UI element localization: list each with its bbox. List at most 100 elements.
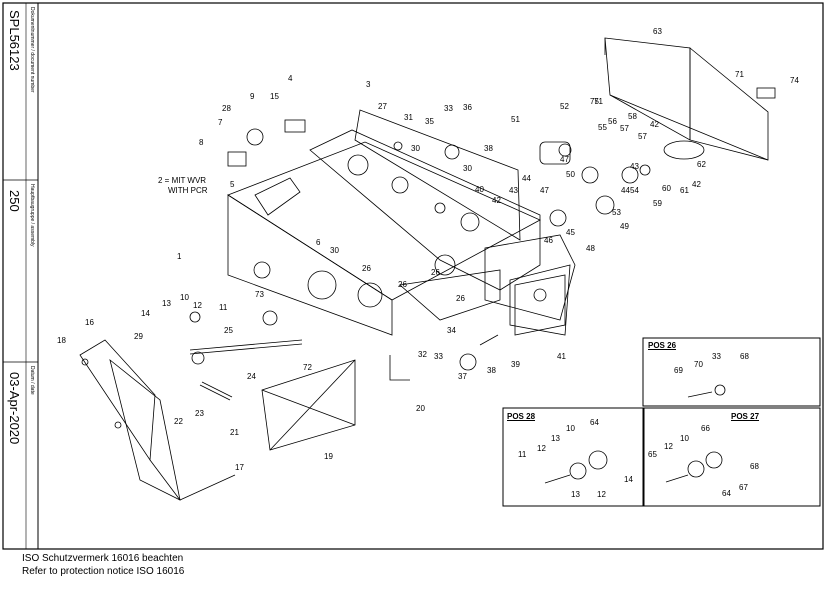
callout: 9	[250, 92, 255, 101]
callout: 47	[540, 186, 549, 195]
callout: 36	[463, 103, 472, 112]
callout: 33	[434, 352, 443, 361]
callout: 23	[195, 409, 204, 418]
callout: 26	[456, 294, 465, 303]
callout: 38	[487, 366, 496, 375]
callout: 14	[141, 309, 150, 318]
callout: 12	[537, 444, 546, 453]
detail-box-pos28	[502, 407, 645, 507]
note-line-1: 2 = MIT WVR	[158, 176, 207, 185]
callout: 64	[722, 489, 731, 498]
pos26-title: POS 26	[648, 341, 677, 350]
callout: 72	[303, 363, 312, 372]
callout: 4	[288, 74, 293, 83]
date-value: 03-Apr-2020	[7, 372, 22, 445]
callout: 35	[425, 117, 434, 126]
callout: 62	[697, 160, 706, 169]
callout: 71	[594, 97, 603, 106]
assembly-label: Hauptbaugruppe / assembly	[29, 184, 35, 247]
callout: 30	[330, 246, 339, 255]
callout: 64	[590, 418, 599, 427]
callout: 39	[511, 360, 520, 369]
callout: 63	[653, 27, 662, 36]
callout: 68	[740, 352, 749, 361]
callout: 12	[193, 301, 202, 310]
callout: 65	[648, 450, 657, 459]
callout: 74	[790, 76, 799, 85]
callout: 30	[411, 144, 420, 153]
callout: 44	[621, 186, 630, 195]
exploded-assembly-drawing	[79, 37, 776, 501]
callout: 17	[235, 463, 244, 472]
callout: 48	[586, 244, 595, 253]
callout: 12	[664, 442, 673, 451]
detail-box-pos27	[642, 407, 821, 507]
callout: 3	[366, 80, 371, 89]
callout: 29	[134, 332, 143, 341]
callout: 21	[230, 428, 239, 437]
protection-notice-en: Refer to protection notice ISO 16016	[22, 566, 185, 577]
callout: 20	[416, 404, 425, 413]
callout: 30	[463, 164, 472, 173]
callout: 31	[404, 113, 413, 122]
callout: 13	[551, 434, 560, 443]
callout: 68	[750, 462, 759, 471]
doc-number-label: Dokumentnummer / document number	[29, 7, 35, 93]
callout: 10	[680, 434, 689, 443]
callout: 67	[739, 483, 748, 492]
protection-notice: ISO Schutzvermerk 16016 beachten Refer t…	[22, 552, 184, 578]
callout: 42	[692, 180, 701, 189]
callout: 13	[571, 490, 580, 499]
protection-notice-de: ISO Schutzvermerk 16016 beachten	[22, 553, 184, 564]
callout: 59	[653, 199, 662, 208]
callout: 60	[662, 184, 671, 193]
callout: 34	[447, 326, 456, 335]
callout: 14	[624, 475, 633, 484]
pos27-title: POS 27	[731, 412, 760, 421]
callout: 52	[560, 102, 569, 111]
callout: 51	[511, 115, 520, 124]
callout: 26	[362, 264, 371, 273]
callout: 56	[608, 117, 617, 126]
callout: 7	[218, 118, 223, 127]
callout: 32	[418, 350, 427, 359]
callout: 8	[199, 138, 204, 147]
callout: 5	[230, 180, 235, 189]
callout: 47	[560, 155, 569, 164]
callout: 43	[509, 186, 518, 195]
callout: 38	[484, 144, 493, 153]
callout: 28	[222, 104, 231, 113]
callout: 69	[674, 366, 683, 375]
callout: 40	[475, 185, 484, 194]
callout: 44	[522, 174, 531, 183]
callout: 11	[219, 303, 228, 312]
callout: 55	[598, 123, 607, 132]
callout: 71	[735, 70, 744, 79]
callout: 33	[444, 104, 453, 113]
callout: 26	[398, 280, 407, 289]
callout: 45	[566, 228, 575, 237]
callout: 18	[57, 336, 66, 345]
callout: 19	[324, 452, 333, 461]
callout: 10	[180, 293, 189, 302]
callout: 41	[557, 352, 566, 361]
callout: 27	[378, 102, 387, 111]
callout: 75	[590, 97, 599, 106]
assembly-value: 250	[7, 190, 22, 212]
callout: 42	[650, 120, 659, 129]
callout: 13	[162, 299, 171, 308]
callout: 53	[612, 208, 621, 217]
callout: 1	[177, 252, 182, 261]
note-line-2: WITH PCR	[168, 186, 208, 195]
callout: 57	[620, 124, 629, 133]
callout: 50	[566, 170, 575, 179]
callout: 70	[694, 360, 703, 369]
callout: 33	[712, 352, 721, 361]
callout: 22	[174, 417, 183, 426]
callout: 15	[270, 92, 279, 101]
callout: 73	[255, 290, 264, 299]
callout: 42	[492, 196, 501, 205]
callout: 57	[638, 132, 647, 141]
callout: 16	[85, 318, 94, 327]
